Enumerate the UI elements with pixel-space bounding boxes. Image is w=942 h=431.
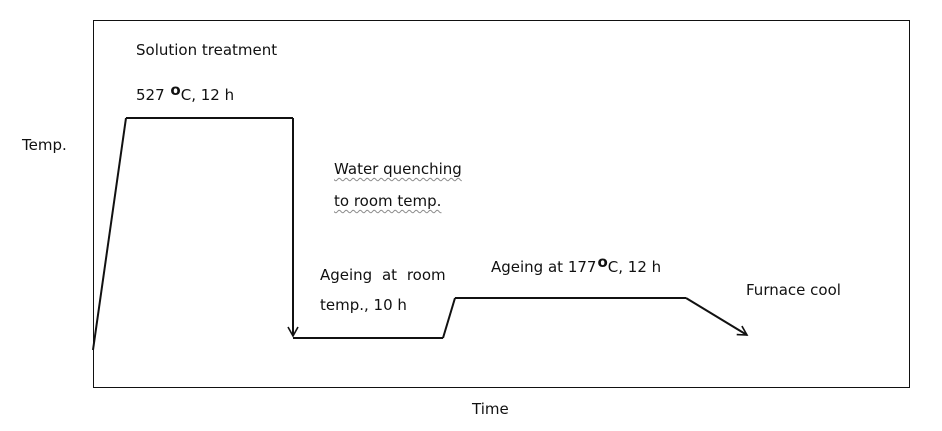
degree-symbol: o — [170, 81, 181, 99]
solution-temp-value: 527 — [136, 86, 165, 104]
ageing-ramp-line — [442, 297, 456, 339]
furnace-cool-arrow — [685, 297, 749, 336]
room-ageing-label-line2: temp., 10 h — [320, 296, 407, 314]
degree-symbol: o — [597, 253, 608, 271]
heating-ramp-line — [92, 117, 127, 351]
furnace-cool-label: Furnace cool — [746, 281, 841, 299]
solution-treatment-title: Solution treatment — [136, 41, 278, 59]
solution-temp-rest: C, 12 h — [180, 86, 235, 104]
room-ageing-label-line1: Ageing at room — [320, 266, 446, 284]
artificial-ageing-suffix: C, 12 h — [607, 258, 662, 276]
x-axis-label: Time — [472, 400, 509, 418]
quench-label-line1: Water quenching — [334, 160, 462, 178]
artificial-ageing-label: Ageing at 177oC, 12 h — [491, 253, 662, 276]
diagram-frame — [93, 20, 910, 388]
y-axis-label: Temp. — [22, 136, 67, 154]
quench-label-line2: to room temp. — [334, 192, 442, 210]
artificial-ageing-prefix: Ageing at 177 — [491, 258, 597, 276]
solution-treatment-temp: 527 oC, 12 h — [136, 81, 235, 104]
